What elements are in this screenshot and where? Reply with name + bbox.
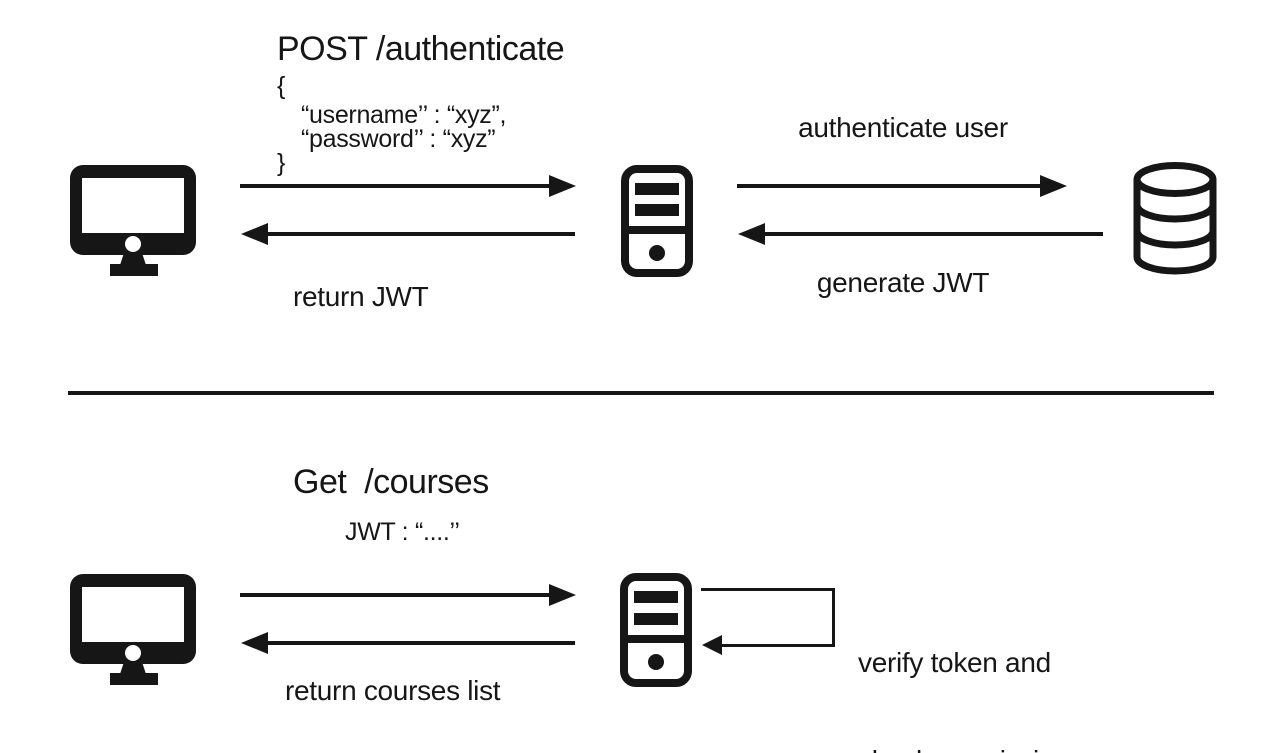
post-authenticate-title: POST /authenticate bbox=[277, 30, 565, 68]
generate-jwt-label: generate JWT bbox=[816, 267, 990, 298]
verify-token-line1: verify token and bbox=[858, 646, 1051, 678]
authenticate-user-label: authenticate user bbox=[798, 112, 1008, 143]
get-courses-title: Get /courses bbox=[293, 463, 489, 501]
client-computer-icon-bottom bbox=[70, 574, 196, 685]
verify-loop-top-line bbox=[701, 588, 835, 591]
arrow-get-request-head bbox=[549, 584, 576, 606]
verify-token-label: verify token and check permissions bbox=[858, 582, 1084, 753]
arrow-get-request-line bbox=[240, 593, 550, 597]
server-icon-bottom bbox=[620, 573, 692, 687]
arrow-authenticate-user-head bbox=[1040, 175, 1067, 197]
arrow-return-courses-head bbox=[241, 632, 268, 654]
arrow-generate-jwt-head bbox=[738, 223, 765, 245]
request-body-password-line: “password’’ : “xyz” bbox=[301, 125, 496, 153]
verify-token-line2: check permissions bbox=[858, 743, 1084, 753]
client-computer-icon bbox=[70, 165, 196, 276]
jwt-header-label: JWT : “....’’ bbox=[345, 518, 460, 546]
verify-loop-bottom-line bbox=[720, 644, 835, 647]
request-body-open-brace: { bbox=[277, 72, 286, 100]
arrow-return-jwt-head bbox=[241, 223, 268, 245]
verify-loop-vertical-line bbox=[832, 588, 835, 647]
arrow-generate-jwt-line bbox=[763, 232, 1103, 236]
return-courses-label: return courses list bbox=[285, 675, 501, 706]
arrow-post-request-line bbox=[240, 184, 550, 188]
arrow-post-request-head bbox=[549, 175, 576, 197]
arrow-return-courses-line bbox=[266, 641, 575, 645]
arrow-return-jwt-line bbox=[266, 232, 575, 236]
section-divider bbox=[68, 391, 1214, 395]
request-body-close-brace: } bbox=[277, 149, 286, 177]
database-icon bbox=[1133, 162, 1217, 275]
arrow-authenticate-user-line bbox=[737, 184, 1041, 188]
verify-loop-head bbox=[702, 635, 722, 655]
return-jwt-label: return JWT bbox=[293, 281, 429, 312]
server-icon-top bbox=[621, 165, 693, 277]
request-body-username-line: “username’’ : “xyz”, bbox=[301, 101, 507, 129]
